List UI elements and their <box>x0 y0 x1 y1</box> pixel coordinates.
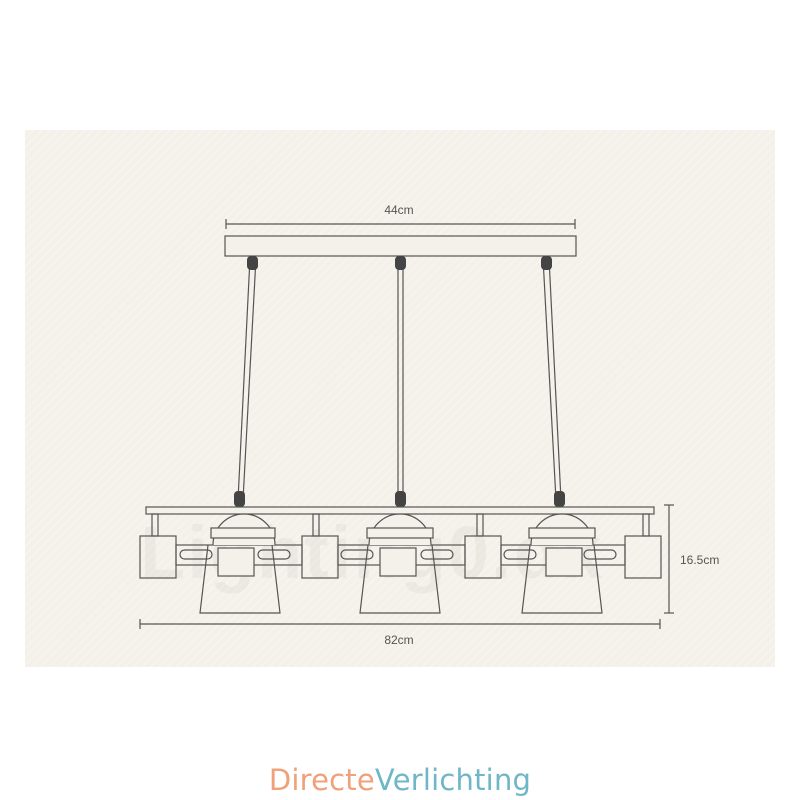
cable-clamps <box>234 256 565 507</box>
brand-logo: DirecteVerlichting <box>0 763 800 797</box>
canopy-width-dimension-line <box>225 219 576 229</box>
main-bar <box>145 506 655 515</box>
ceiling-canopy <box>224 235 577 257</box>
total-width-dimension-line <box>139 619 661 629</box>
suspension-cables <box>237 257 562 501</box>
total-width-label: 82cm <box>384 633 413 647</box>
height-dimension-line <box>664 504 674 614</box>
lamp-shade-center <box>359 513 441 614</box>
lamp-shade-right <box>521 513 603 614</box>
canopy-width-label: 44cm <box>384 203 413 217</box>
brand-logo-part2: Verlichting <box>374 763 532 797</box>
lamp-shade-left <box>199 513 281 614</box>
watermark-text: Lighting0.dk <box>140 511 604 594</box>
height-label: 16.5cm <box>680 553 719 567</box>
brand-logo-part1: Directe <box>268 763 375 797</box>
